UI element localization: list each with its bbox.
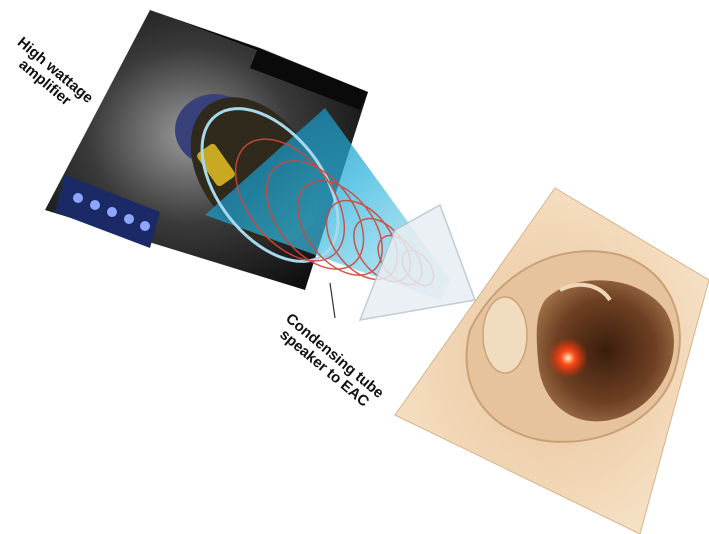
ear-tragus: [483, 297, 527, 373]
tube-pointer-line: [330, 283, 335, 318]
amplifier-knob: [140, 221, 150, 231]
amplifier-knob: [107, 207, 117, 217]
ear-tip-glow: [548, 338, 588, 378]
amplifier-knob: [90, 200, 100, 210]
amplifier-knob: [73, 193, 83, 203]
amplifier-knob: [124, 214, 134, 224]
